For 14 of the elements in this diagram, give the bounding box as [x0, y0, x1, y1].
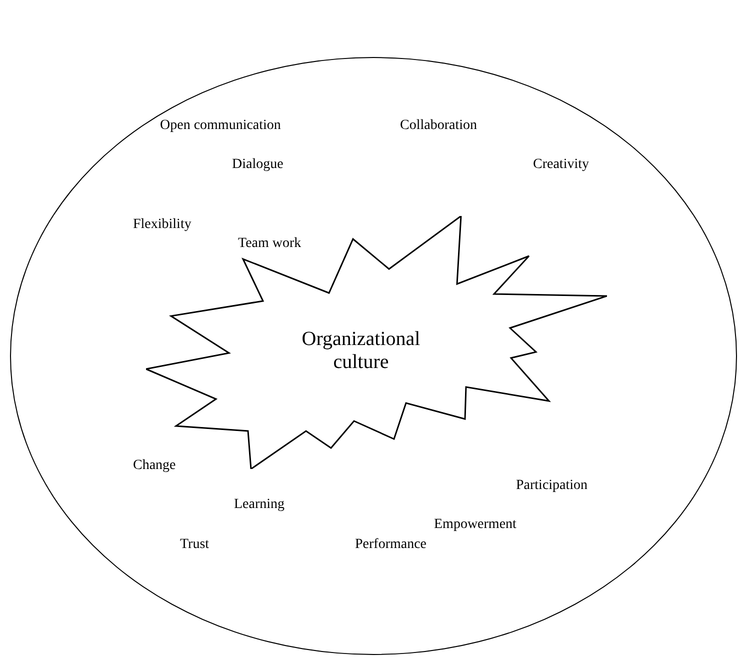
- outer-ellipse: [10, 57, 737, 655]
- value-word: Flexibility: [133, 217, 192, 233]
- value-word: Trust: [180, 537, 210, 553]
- value-word: Performance: [355, 537, 427, 553]
- value-word: Team work: [238, 236, 302, 252]
- value-word: Creativity: [533, 157, 589, 173]
- value-word: Collaboration: [400, 118, 477, 134]
- value-word: Participation: [516, 478, 588, 494]
- central-text: Organizational culture: [300, 328, 422, 374]
- value-word: Dialogue: [232, 157, 284, 173]
- value-word: Learning: [234, 497, 285, 513]
- value-word: Open communication: [160, 118, 281, 134]
- value-word: Empowerment: [434, 517, 516, 533]
- value-word: Change: [133, 458, 176, 474]
